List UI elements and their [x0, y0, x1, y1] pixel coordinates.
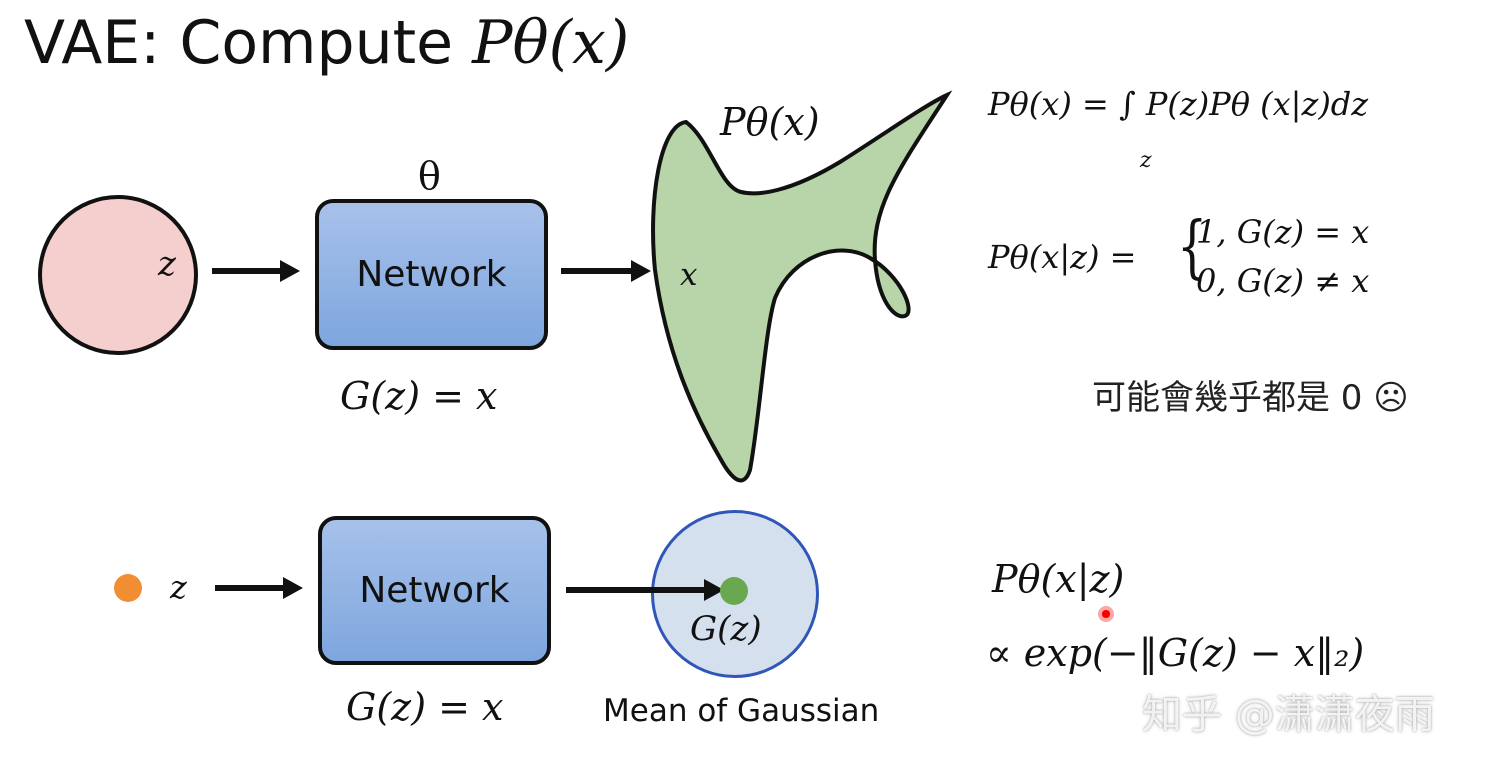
zero-note: 可能會幾乎都是 0 ☹ [1092, 378, 1409, 418]
top-output-arrow [561, 260, 651, 282]
bottom-network-box: Network [318, 516, 551, 665]
data-distribution-path [651, 90, 953, 483]
z-label-top: z [158, 244, 176, 284]
top-network-box: Network [315, 199, 548, 350]
g-label: G(z) [690, 609, 762, 649]
title-math: Pθ(x) [472, 8, 630, 78]
data-distribution-shape [651, 90, 953, 483]
page-title: VAE: Compute Pθ(x) [24, 8, 629, 78]
gaussian-lhs: Pθ(x|z) [992, 557, 1125, 601]
top-input-arrow [212, 260, 300, 282]
laser-pointer-dot [1098, 606, 1114, 622]
shape-label: Pθ(x) [720, 100, 820, 144]
integral-subscript: z [1140, 148, 1152, 173]
bottom-g-equation: G(z) = x [346, 685, 504, 729]
case-zero: 0, G(z) ≠ x [1196, 262, 1370, 300]
gaussian-mean-dot [720, 577, 748, 605]
cases-brace: { [1177, 208, 1208, 287]
top-network-label: Network [356, 254, 507, 295]
latent-sample-dot [114, 574, 142, 602]
bottom-network-label: Network [359, 570, 510, 611]
watermark: 知乎 @潇潇夜雨 [1142, 692, 1435, 738]
mean-label: Mean of Gaussian [603, 693, 880, 729]
x-label: x [680, 257, 698, 293]
latent-distribution-circle [38, 195, 198, 355]
bottom-input-arrow [215, 577, 303, 599]
gaussian-rhs: ∝ exp(−‖G(z) − x‖₂) [986, 631, 1365, 675]
title-text: VAE: Compute [24, 8, 473, 78]
theta-label: θ [418, 154, 441, 198]
case-one: 1, G(z) = x [1196, 213, 1370, 251]
z-label-bottom: z [170, 568, 187, 606]
top-g-equation: G(z) = x [340, 374, 498, 418]
cases-lhs: Pθ(x|z) = [988, 238, 1137, 276]
integral-equation: Pθ(x) = ∫ P(z)Pθ (x|z)dz [988, 85, 1369, 123]
bottom-output-arrow [566, 579, 724, 601]
